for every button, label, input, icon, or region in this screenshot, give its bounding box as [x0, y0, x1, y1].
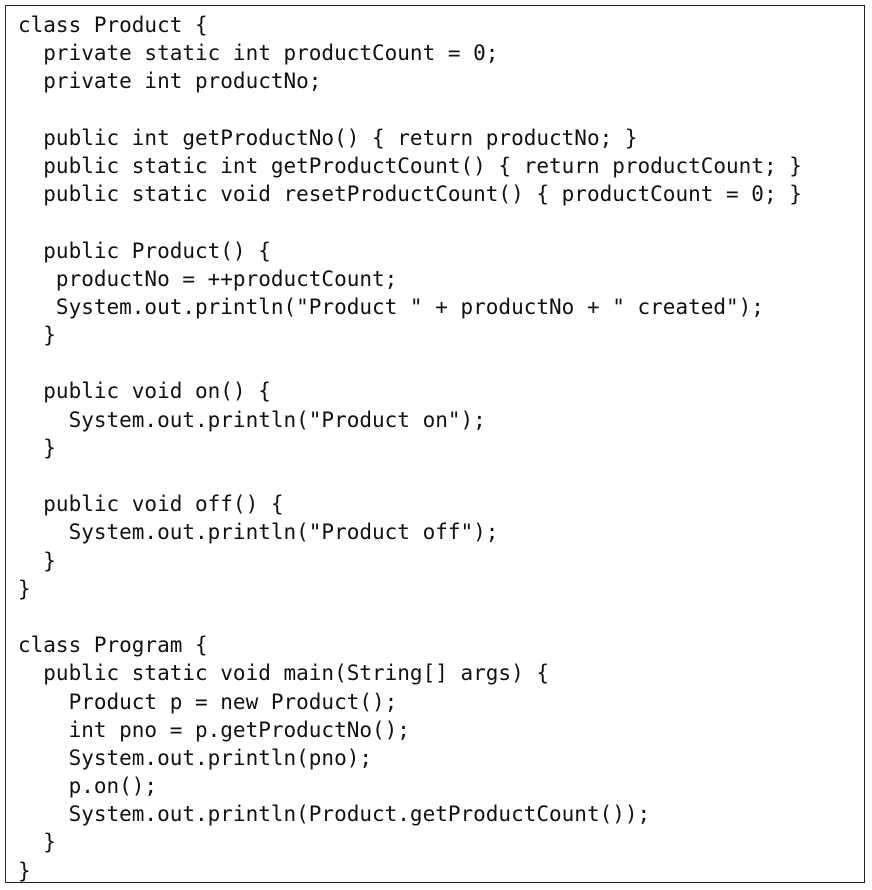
code-line: private static int productCount = 0; — [18, 41, 499, 66]
code-line: } — [18, 576, 31, 601]
code-line: public static void main(String[] args) { — [18, 661, 550, 686]
code-line: public static int getProductCount() { re… — [18, 153, 802, 178]
code-line — [18, 349, 802, 377]
code-line: public void off() { — [18, 492, 284, 517]
code-line: } — [18, 858, 31, 883]
code-line: productNo = ++productCount; — [18, 266, 398, 291]
code-line: private int productNo; — [18, 69, 322, 94]
code-line: p.on(); — [18, 774, 158, 799]
code-line: System.out.println(pno); — [18, 745, 373, 770]
code-line: System.out.println("Product off"); — [18, 520, 499, 545]
code-block: class Product { private static int produ… — [18, 11, 802, 885]
code-line: } — [18, 435, 56, 460]
code-line — [18, 96, 802, 124]
code-line: class Product { — [18, 13, 208, 37]
code-line: public Product() { — [18, 238, 271, 263]
code-line: int pno = p.getProductNo(); — [18, 717, 410, 742]
code-line: public void on() { — [18, 379, 271, 404]
code-line: } — [18, 323, 56, 348]
code-line: Product p = new Product(); — [18, 689, 398, 714]
code-line: System.out.println("Product on"); — [18, 407, 486, 432]
code-line: public int getProductNo() { return produ… — [18, 125, 638, 150]
code-line: } — [18, 548, 56, 573]
code-line — [18, 462, 802, 490]
code-line: System.out.println("Product " + productN… — [18, 294, 764, 319]
code-line: } — [18, 830, 56, 855]
code-line: class Program { — [18, 633, 208, 658]
code-frame: class Product { private static int produ… — [5, 5, 865, 883]
code-line: System.out.println(Product.getProductCou… — [18, 802, 651, 827]
code-line — [18, 208, 802, 236]
code-line: public static void resetProductCount() {… — [18, 182, 802, 207]
code-line — [18, 603, 802, 631]
